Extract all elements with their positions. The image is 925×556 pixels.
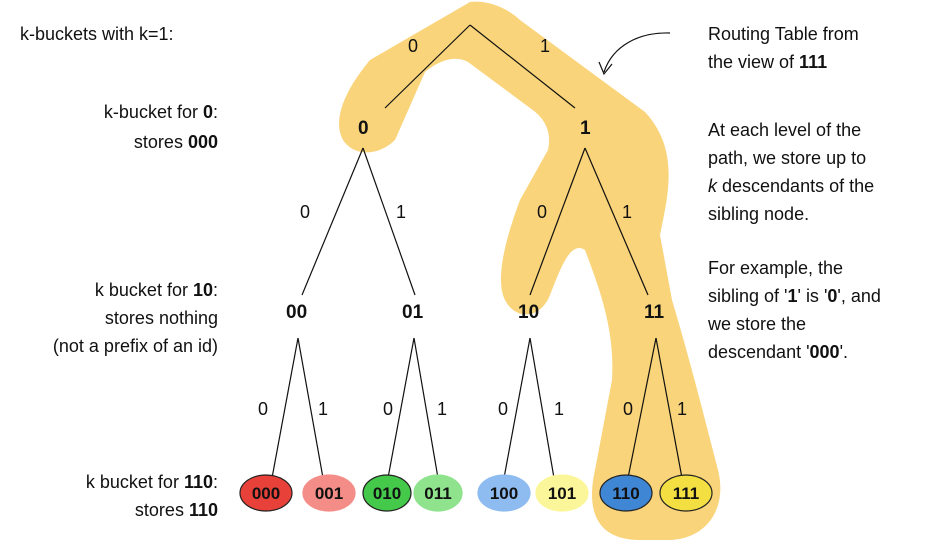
leaf-000: 000 (239, 474, 293, 512)
edge-label-1-0: 0 (537, 202, 547, 222)
edge-label-01-0: 0 (383, 399, 393, 419)
svg-text:110: 110 (612, 484, 639, 503)
edge-label-10-1: 1 (554, 399, 564, 419)
tree-edges (271, 24, 683, 479)
leaf-111: 111 (659, 474, 713, 512)
bucket-110-stores: stores 110 (135, 500, 218, 520)
routing-table-title-line1: Routing Table from (708, 24, 859, 44)
tree-node-1: 1 (580, 118, 591, 139)
callout-arrow (598, 32, 671, 76)
bucket-0-stores: stores 000 (134, 132, 218, 152)
svg-text:000: 000 (252, 484, 280, 503)
edge-label-01-1: 1 (437, 399, 447, 419)
svg-text:101: 101 (548, 484, 576, 503)
routing-table-title-line2: the view of 111 (708, 52, 827, 72)
note-para2-line2: sibling of '1' is '0', and (708, 286, 881, 306)
svg-text:010: 010 (373, 484, 401, 503)
root-edge-label-0: 0 (408, 36, 418, 56)
svg-text:100: 100 (490, 484, 518, 503)
root-edge-label-1: 1 (540, 36, 550, 56)
edge-label-0-1: 1 (396, 202, 406, 222)
leaf-100: 100 (477, 474, 531, 512)
note-para2-line1: For example, the (708, 258, 843, 278)
note-para1-line4: sibling node. (708, 204, 809, 224)
edge-label-10-0: 0 (498, 399, 508, 419)
bucket-0-label: k-bucket for 0: (104, 102, 218, 122)
edge-label-11-0: 0 (623, 399, 633, 419)
bucket-10-stores: stores nothing (105, 308, 218, 328)
routing-path-highlight (339, 1, 721, 540)
bucket-10-label: k bucket for 10: (95, 280, 218, 300)
tree-node-11: 11 (644, 302, 665, 323)
tree-node-01: 01 (402, 302, 424, 323)
note-para1-line3: k descendants of the (708, 176, 874, 196)
tree-node-10: 10 (518, 302, 539, 323)
note-para1-line1: At each level of the (708, 120, 861, 140)
edge-label-00-0: 0 (258, 399, 268, 419)
bucket-110-label: k bucket for 110: (86, 472, 218, 492)
bucket-10-note: (not a prefix of an id) (53, 336, 218, 356)
edge-label-0-0: 0 (300, 202, 310, 222)
edge-label-11-1: 1 (677, 399, 687, 419)
leaf-010: 010 (362, 474, 412, 512)
leaf-011: 011 (413, 474, 463, 512)
note-para2-line4: descendant '000'. (708, 342, 848, 362)
svg-text:011: 011 (424, 484, 451, 503)
edge-label-1-1: 1 (622, 202, 632, 222)
leaf-110: 110 (599, 474, 653, 512)
edge-label-00-1: 1 (318, 399, 328, 419)
note-para2-line3: we store the (707, 314, 806, 334)
svg-text:001: 001 (315, 484, 343, 503)
k-buckets-header: k-buckets with k=1: (20, 24, 174, 44)
tree-node-00: 00 (286, 302, 307, 323)
leaf-001: 001 (302, 474, 356, 512)
tree-node-0: 0 (358, 118, 369, 139)
note-para1-line2: path, we store up to (708, 148, 866, 168)
leaf-101: 101 (535, 474, 589, 512)
svg-text:111: 111 (673, 484, 700, 503)
